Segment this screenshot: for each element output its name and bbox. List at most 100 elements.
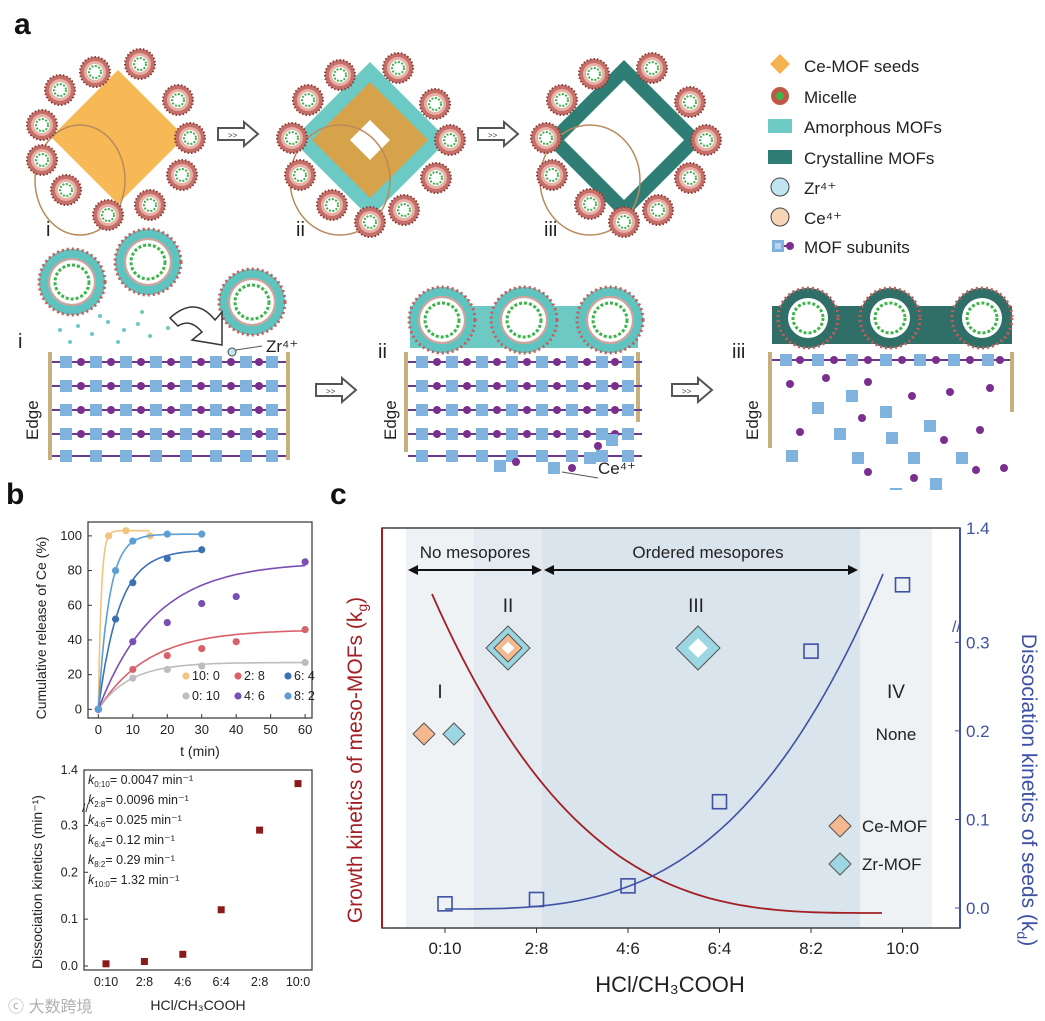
zr-ion-icon <box>770 177 790 197</box>
region-iv-note: None <box>876 725 917 744</box>
y-tick-label: 0.3 <box>966 633 990 652</box>
y-tick-label: 100 <box>60 528 82 543</box>
ce-mof-legend-icon <box>828 814 852 838</box>
legend-entry: 2: 8 <box>244 669 265 683</box>
data-point <box>94 705 102 713</box>
rate-annotation: k6:4= 0.12 min⁻¹ <box>88 833 175 849</box>
x-tick-label: 20 <box>160 722 174 737</box>
data-point <box>129 665 137 674</box>
y-tick-label: 0 <box>75 701 82 716</box>
data-point <box>198 530 206 538</box>
region-numeral: III <box>688 596 704 617</box>
data-point <box>163 619 171 627</box>
region-numeral: IV <box>887 682 905 703</box>
top-step-ii: ii <box>296 219 305 241</box>
b-top-plot-frame <box>87 521 313 719</box>
axis-break-mark: // <box>952 619 961 636</box>
legend-marker <box>234 672 242 680</box>
data-point <box>894 577 911 593</box>
x-tick-label: 0:10 <box>94 975 118 989</box>
y-tick-label: 20 <box>68 667 82 682</box>
data-point <box>437 896 453 912</box>
x-tick-label: 4:6 <box>616 939 640 958</box>
data-point <box>105 532 113 540</box>
legend-ce-mof-seeds: Ce-MOF seeds <box>804 57 919 76</box>
data-point <box>163 530 171 538</box>
data-point <box>232 592 240 601</box>
dissociation-fit-curve <box>445 573 884 910</box>
x-tick-label: 10 <box>126 722 140 737</box>
panel-label-c: c <box>330 478 347 511</box>
x-tick-label: 2:8 <box>136 975 153 989</box>
x-tick-label: 2:8 <box>251 975 268 989</box>
seed-stage-iii <box>530 52 722 238</box>
arrow-icon <box>315 377 357 403</box>
data-point <box>198 662 206 670</box>
x-tick-label: 8:2 <box>799 939 823 958</box>
legend-marker <box>182 692 190 700</box>
zr-mof-diamond-icon <box>442 722 466 746</box>
b-bottom-plot-frame <box>83 769 313 971</box>
zr-callout: Zr⁴⁺ <box>266 337 298 356</box>
legend-entry: 0: 10 <box>192 689 220 703</box>
data-point <box>179 950 187 958</box>
zr-mof-legend-icon <box>828 852 852 876</box>
region-iv-background <box>860 528 932 928</box>
axis-break-mark: // <box>82 801 89 815</box>
data-point <box>711 793 728 810</box>
y-tick-label: 0.2 <box>966 722 990 741</box>
region-i-background <box>406 528 474 928</box>
region-numeral: I <box>437 682 442 703</box>
y-tick-label: 0.3 <box>61 818 78 832</box>
legend-entry: 10: 0 <box>192 669 220 683</box>
edge-stage-iii <box>768 286 1014 490</box>
x-tick-label: 60 <box>298 722 312 737</box>
region-ii-background <box>474 528 542 928</box>
x-tick-label: 4:6 <box>174 975 191 989</box>
ce-mof-seed-icon <box>770 54 790 74</box>
x-tick-label: 50 <box>263 722 277 737</box>
legend-marker <box>284 692 292 700</box>
y-tick-label: 80 <box>68 563 82 578</box>
data-point <box>294 780 302 788</box>
x-tick-label: 2:8 <box>525 939 549 958</box>
data-point <box>163 651 171 660</box>
rate-annotation: k0:10= 0.0047 min⁻¹ <box>88 773 193 789</box>
data-point <box>198 599 206 608</box>
legend-crystalline-mofs: Crystalline MOFs <box>804 149 934 168</box>
legend-entry: 8: 2 <box>294 689 315 703</box>
crystalline-mof-icon <box>768 150 792 164</box>
panel-a-schematic: >> i ii iii <box>18 48 1014 490</box>
data-point <box>102 960 110 968</box>
panel-b-dissociation-chart: Dissociation kinetics (min⁻¹) HCl/CH₃COO… <box>29 763 313 1013</box>
data-point <box>198 546 206 554</box>
panel-a-legend: Ce-MOF seeds Micelle Amorphous MOFs Crys… <box>768 54 942 257</box>
legend-zr-ion: Zr⁴⁺ <box>804 179 836 198</box>
rate-annotation: k8:2= 0.29 min⁻¹ <box>88 853 175 869</box>
legend-marker <box>182 672 190 680</box>
zr-mof-diamond-icon-core <box>688 638 708 658</box>
rate-annotation: k10:0= 1.32 min⁻¹ <box>88 873 179 889</box>
y-tick-label: 0.2 <box>61 865 78 879</box>
y-tick-label: 40 <box>68 632 82 647</box>
x-tick-label: 10:0 <box>886 939 919 958</box>
panel-label-a: a <box>14 8 31 41</box>
arrow-icon <box>217 121 259 147</box>
legend-marker <box>284 672 292 680</box>
legend-entry: 4: 6 <box>244 689 265 703</box>
ce-mof-diamond-icon <box>412 722 436 746</box>
data-point <box>620 878 636 894</box>
mof-subunit-icon <box>772 240 794 252</box>
c-left-axis-label: Growth kinetics of meso-MOFs (kg) <box>344 597 370 923</box>
y-tick-label: 0.0 <box>966 899 990 918</box>
arrow-icon <box>477 121 519 147</box>
data-point <box>198 645 206 653</box>
legend-entry: Ce-MOF <box>862 817 927 836</box>
data-point <box>140 958 148 966</box>
data-point <box>129 674 137 682</box>
c-x-axis-label: HCl/CH₃COOH <box>595 972 745 997</box>
y-tick-label: 0.0 <box>61 959 78 973</box>
data-point <box>163 665 171 674</box>
c-right-axis-label: Dissociation kinetics of seeds (kd) <box>1014 634 1040 946</box>
